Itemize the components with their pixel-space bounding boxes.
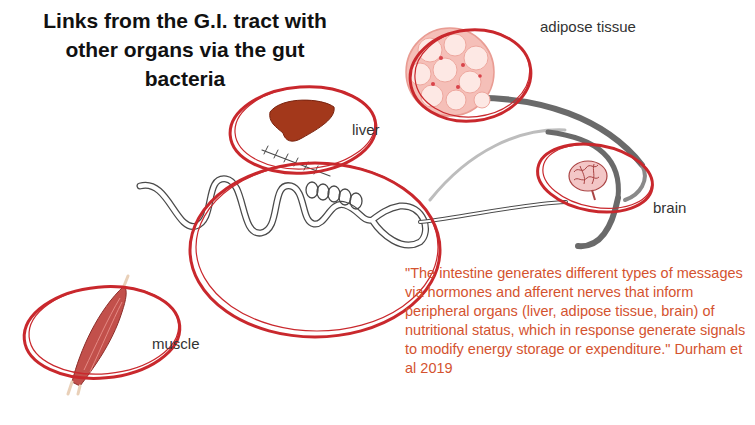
organ-label: adipose tissue	[540, 18, 636, 35]
red-ring	[538, 136, 657, 216]
ring-outline	[22, 285, 182, 380]
ring-outline	[408, 28, 533, 123]
organ-circle: liver	[228, 85, 378, 175]
intestine-drawing	[140, 146, 566, 245]
organ-label: brain	[653, 199, 686, 216]
intestine-ring	[190, 163, 440, 337]
quote-note: "The intestine generates different types…	[405, 264, 750, 378]
red-ring	[227, 82, 379, 178]
red-ring	[406, 24, 536, 127]
ring-outline	[535, 143, 655, 213]
red-ring	[25, 280, 182, 380]
organ-circle: brain	[535, 143, 655, 213]
brain-drawing	[569, 161, 607, 200]
organ-label: muscle	[152, 335, 200, 352]
diagram-title: Links from the G.I. tract with other org…	[40, 6, 330, 93]
intestine-ring	[196, 163, 438, 331]
organ-circle: adipose tissue	[408, 28, 533, 123]
red-ring	[411, 24, 534, 123]
organ-label: liver	[352, 121, 380, 138]
red-ring	[20, 280, 183, 384]
red-ring	[532, 135, 658, 220]
organ-circle: muscle	[22, 285, 182, 380]
liver-drawing	[270, 100, 334, 141]
